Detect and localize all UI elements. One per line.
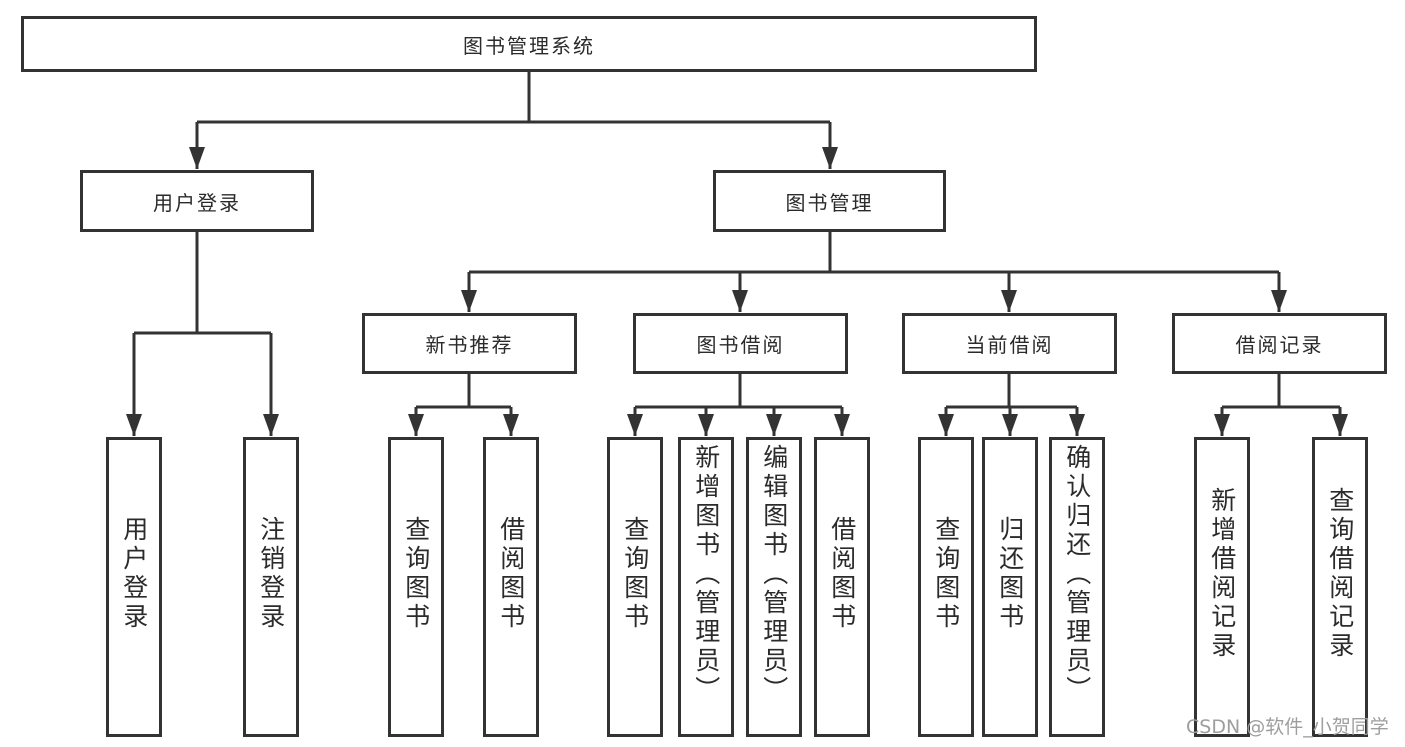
leaf-user-login: 用户登录 [106,437,162,737]
leaf-confirm-return-admin: 确认归还（管理员） [1049,437,1105,737]
node-library-management-system: 图书管理系统 [21,16,1037,72]
leaf-add-borrow-record: 新增借阅记录 [1194,437,1250,737]
csdn-watermark: CSDN @软件_小贺同学 [1186,716,1389,738]
leaf-query-books: 查询图书 [607,437,663,737]
node-new-book-recommend: 新书推荐 [362,313,577,374]
leaf-return-books: 归还图书 [982,437,1038,737]
leaf-logout: 注销登录 [243,437,299,737]
leaf-edit-book-admin: 编辑图书（管理员） [746,437,802,737]
node-book-management: 图书管理 [713,170,946,232]
leaf-query-books: 查询图书 [918,437,974,737]
leaf-borrow-books: 借阅图书 [483,437,539,737]
leaf-query-borrow-record: 查询借阅记录 [1312,437,1368,737]
node-borrow-records: 借阅记录 [1172,313,1387,374]
leaf-borrow-books: 借阅图书 [814,437,870,737]
node-user-login: 用户登录 [80,170,314,232]
node-book-borrowing: 图书借阅 [633,313,848,374]
leaf-add-book-admin: 新增图书（管理员） [678,437,734,737]
leaf-query-books: 查询图书 [388,437,444,737]
node-current-borrowing: 当前借阅 [902,313,1117,374]
